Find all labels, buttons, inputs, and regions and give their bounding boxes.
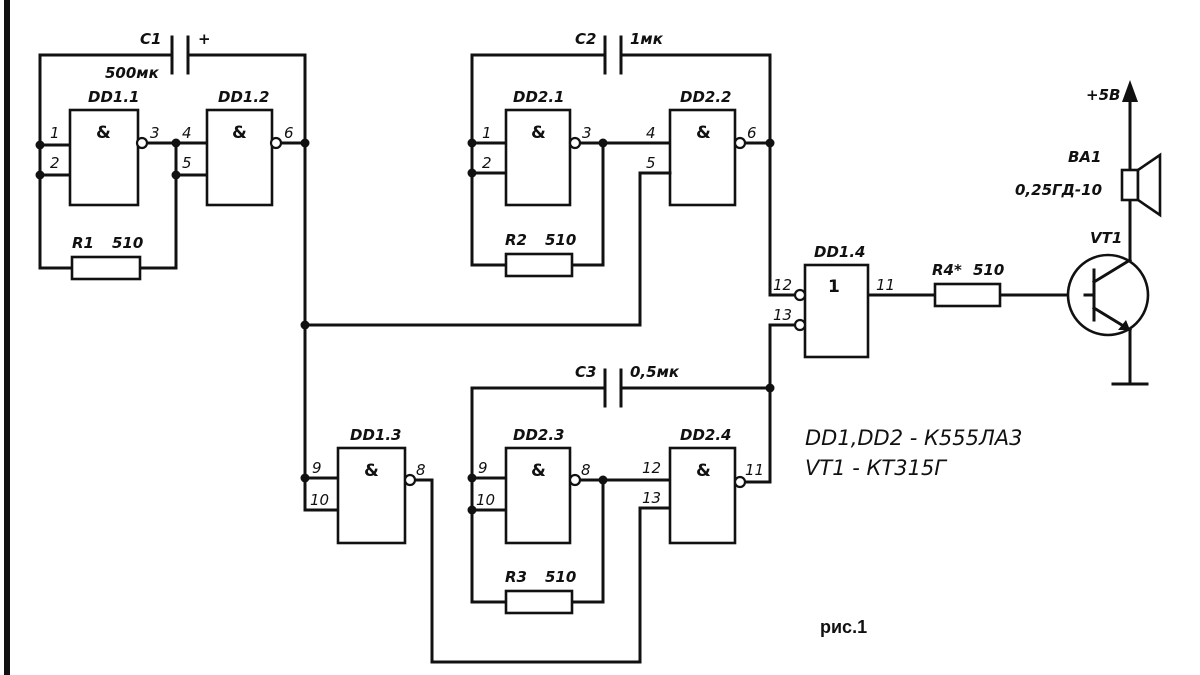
left-border-bar: [4, 0, 10, 675]
r2-value: 510: [545, 231, 576, 249]
r4-value: 510: [973, 261, 1004, 279]
dd21-pin-1: 1: [482, 124, 492, 142]
interconnect-wires: [300, 141, 672, 664]
dd22-pin-4: 4: [646, 124, 656, 142]
dd11-pin-2: 2: [50, 154, 60, 172]
dd24-pin-13: 13: [642, 489, 661, 507]
resistor-r1: R1 510: [70, 234, 143, 281]
dd11-symbol: &: [96, 123, 111, 143]
ba1-type: 0,25ГД-10: [1015, 181, 1102, 199]
dd21-symbol: &: [531, 123, 546, 143]
dd23-pin-8: 8: [581, 461, 591, 479]
supply-label: +5В: [1086, 86, 1120, 104]
dd24-symbol: &: [696, 461, 711, 481]
junctions-osc3: [467, 383, 775, 515]
r2-label: R2: [505, 231, 527, 249]
capacitor-c3: C3 0,5мк: [575, 363, 680, 408]
dd12-symbol: &: [232, 123, 247, 143]
wires-osc3: [470, 386, 772, 604]
resistor-r2: R2 510: [504, 231, 576, 278]
dd13-symbol: &: [364, 461, 379, 481]
dd23-pin-10: 10: [476, 491, 495, 509]
figure-caption: рис.1: [820, 617, 867, 637]
dd12-pin-4: 4: [182, 124, 192, 142]
ba1-label: BA1: [1068, 148, 1101, 166]
c2-value: 1мк: [630, 30, 664, 48]
notes: DD1,DD2 - К555ЛА3 VT1 - КТ315Г рис.1: [805, 426, 1023, 637]
dd13-pin-9: 9: [312, 459, 322, 477]
wires-osc1: [38, 53, 307, 270]
dd23-symbol: &: [531, 461, 546, 481]
note-ic-types: DD1,DD2 - К555ЛА3: [805, 426, 1023, 450]
c3-label: C3: [575, 363, 596, 381]
dd22-label: DD2.2: [680, 88, 731, 106]
dd21-pin-3: 3: [582, 124, 592, 142]
r3-value: 510: [545, 568, 576, 586]
c1-polarity: +: [198, 30, 211, 48]
oscillator-1: C1 + 500мк R1 510 DD1.1 & 1 2 3 DD1.2 & …: [35, 30, 310, 281]
dd13-label: DD1.3: [350, 426, 401, 444]
dd13-pin-8: 8: [416, 461, 426, 479]
dd22-symbol: &: [696, 123, 711, 143]
dd24-pin-12: 12: [642, 459, 661, 477]
wires-osc2: [470, 53, 772, 267]
dd24-pin-11: 11: [745, 461, 764, 479]
dd11-pin-1: 1: [50, 124, 60, 142]
dd23-pin-9: 9: [478, 459, 488, 477]
capacitor-c1: C1 + 500мк: [105, 30, 211, 82]
dd14-pin-13: 13: [773, 306, 792, 324]
dd14-symbol: 1: [828, 277, 840, 297]
dd12-label: DD1.2: [218, 88, 269, 106]
gate-dd2-4: DD2.4 & 12 13 11: [642, 426, 764, 545]
speaker-ba1: BA1 0,25ГД-10: [1015, 148, 1162, 218]
dd23-label: DD2.3: [513, 426, 564, 444]
c2-label: C2: [575, 30, 596, 48]
dd14-label: DD1.4: [814, 243, 865, 261]
dd22-pin-5: 5: [646, 154, 656, 172]
c1-value: 500мк: [105, 64, 160, 82]
gate-dd2-1: DD2.1 & 1 2 3: [482, 88, 592, 207]
dd11-label: DD1.1: [88, 88, 139, 106]
dd22-pin-6: 6: [747, 124, 757, 142]
note-transistor-type: VT1 - КТ315Г: [805, 456, 948, 480]
capacitor-c2: C2 1мк: [575, 30, 664, 75]
r1-value: 510: [112, 234, 143, 252]
dd14-pin-12: 12: [773, 276, 792, 294]
resistor-r3: R3 510: [504, 568, 576, 615]
gate-dd1-1: DD1.1 & 1 2 3: [50, 88, 160, 207]
junctions-osc2: [467, 138, 775, 178]
gate-dd1-4: DD1.4 1 12 13 11: [773, 243, 895, 359]
c1-label: C1: [140, 30, 161, 48]
gate-dd1-3: DD1.3 & 9 10 8: [310, 426, 426, 545]
resistor-r4: R4* 510: [932, 261, 1004, 308]
r1-label: R1: [72, 234, 94, 252]
oscillator-2: C2 1мк R2 510 DD2.1 & 1 2 3 DD2.2 & 4 5 …: [467, 30, 775, 278]
dd14-pin-11: 11: [876, 276, 895, 294]
dd21-pin-2: 2: [482, 154, 492, 172]
r4-label: R4*: [932, 261, 962, 279]
oscillator-3: C3 0,5мк R3 510 DD1.3 & 9 10 8 DD2.3 & 9…: [310, 363, 775, 615]
transistor-vt1: VT1: [1066, 229, 1150, 337]
dd11-pin-3: 3: [150, 124, 160, 142]
supply-and-ground: +5В: [1086, 80, 1149, 386]
c3-value: 0,5мк: [630, 363, 680, 381]
output-stage: DD1.4 1 12 13 11 R4* 510 VT1 +5В: [768, 80, 1162, 390]
dd12-pin-6: 6: [284, 124, 294, 142]
gate-dd2-2: DD2.2 & 4 5 6: [646, 88, 757, 207]
gate-dd1-2: DD1.2 & 4 5 6: [182, 88, 294, 207]
dd24-label: DD2.4: [680, 426, 731, 444]
dd21-label: DD2.1: [513, 88, 564, 106]
dd12-pin-5: 5: [182, 154, 192, 172]
wires-output: [768, 141, 1087, 390]
gate-dd2-3: DD2.3 & 9 10 8: [476, 426, 591, 545]
vt1-label: VT1: [1090, 229, 1122, 247]
dd13-pin-10: 10: [310, 491, 329, 509]
r3-label: R3: [505, 568, 527, 586]
